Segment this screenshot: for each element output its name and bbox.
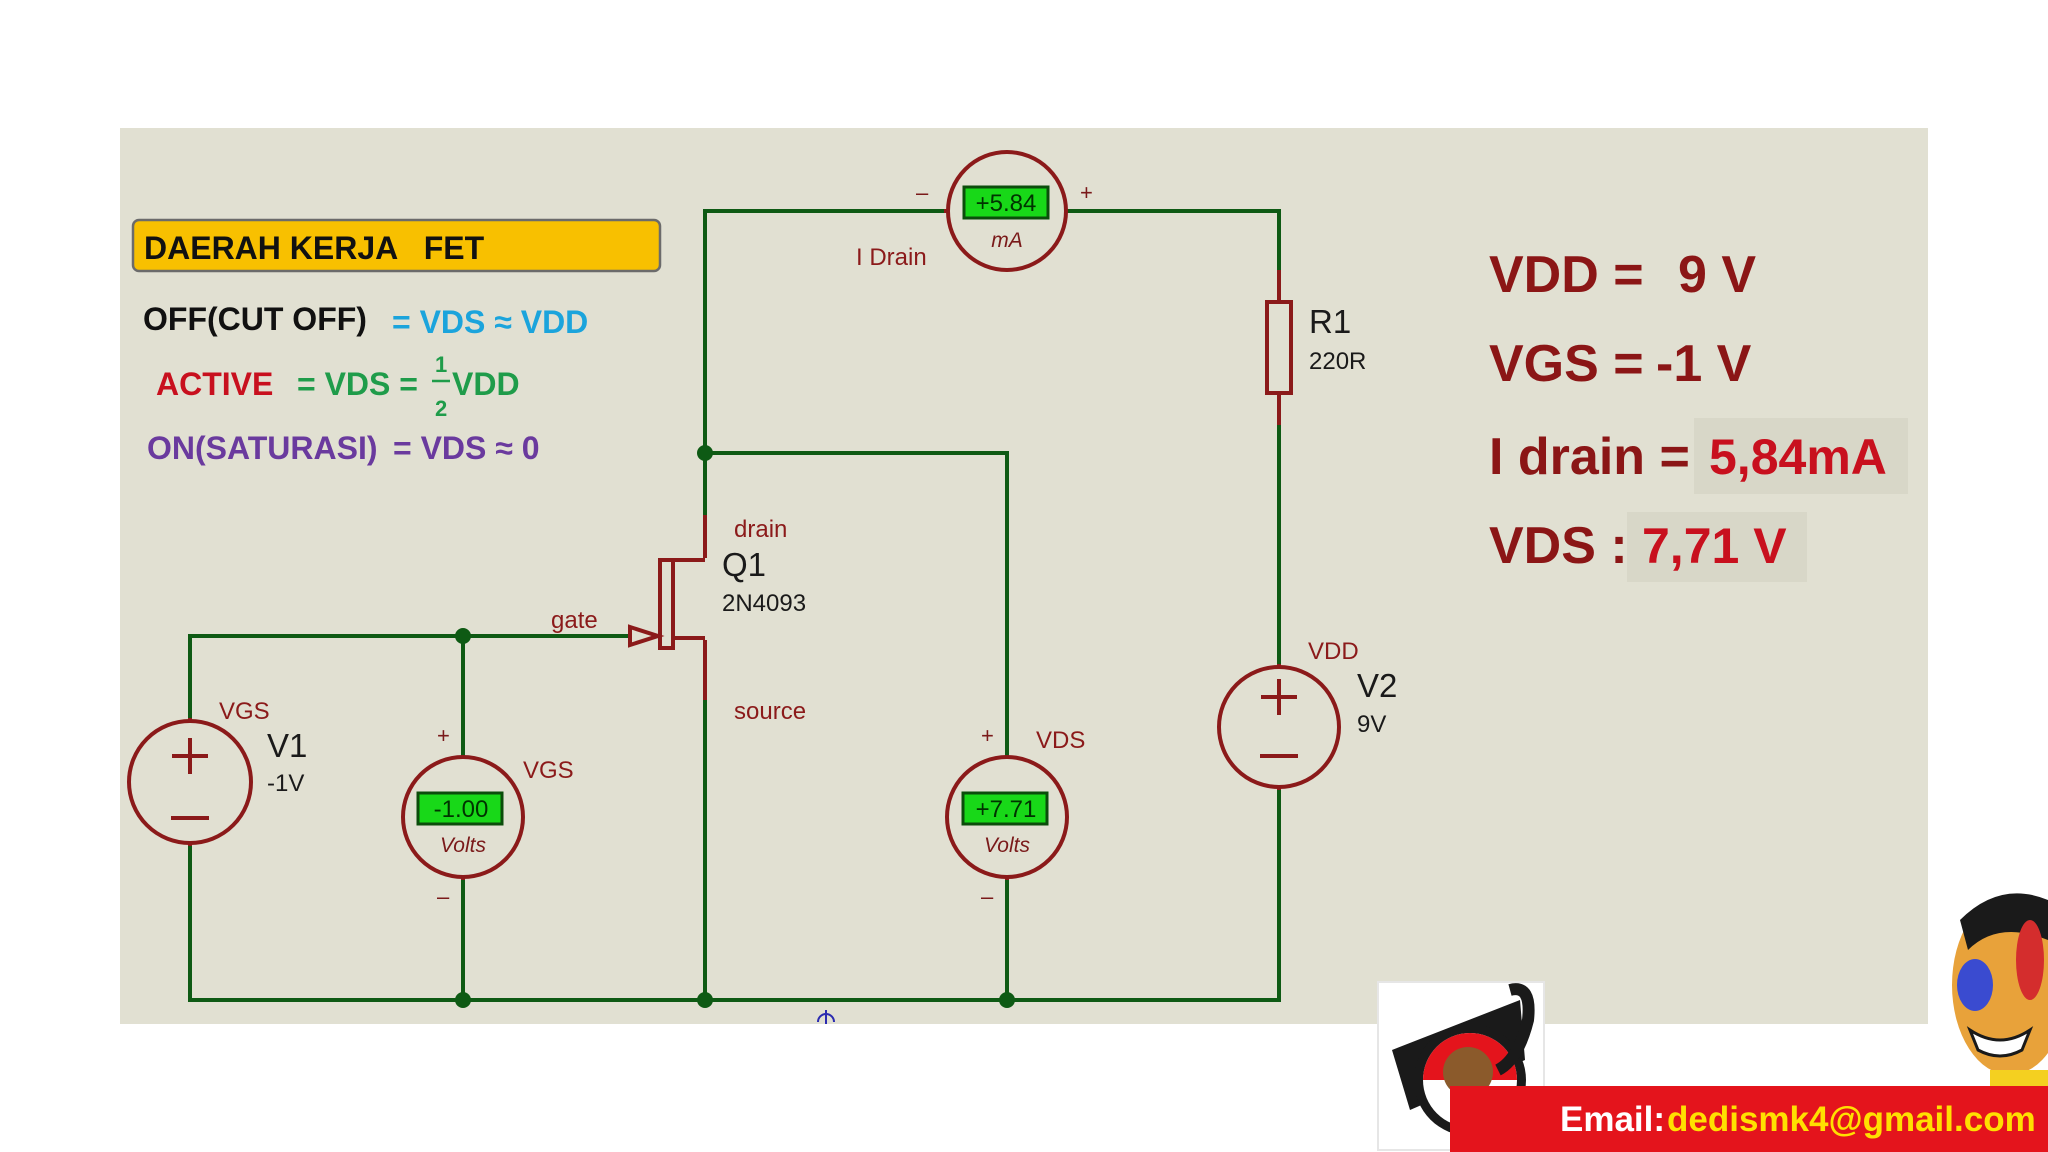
vm-ds-plus: + [981,723,994,748]
junction-bottom-mid [697,992,713,1008]
source-v1 [127,718,253,846]
ammeter-display [962,185,1050,220]
wire-v2-bottom [188,783,1281,1002]
region-on-name: ON(SATURASI) [147,430,378,466]
voltmeter-vgs: -1.00 Volts + – VGS [401,723,574,909]
region-active-name: ACTIVE [156,366,273,402]
v2-label: VDD [1308,638,1359,665]
resistor-r1: R1 220R [1265,270,1366,425]
v2-name: V2 [1357,667,1397,704]
result-idrain-value: 5,84mA [1709,429,1887,485]
ammeter-label: I Drain [856,244,927,271]
region-off-formula: = VDS ≈ VDD [392,304,588,340]
email-label: Email: [1560,1100,1665,1139]
transistor-part: 2N4093 [722,590,806,617]
result-vdd-label: VDD = [1489,246,1644,304]
result-highlight-vds [1627,512,1807,582]
title-text: DAERAH KERJA FET [144,230,485,266]
vm-ds-display [961,791,1049,826]
transistor-gate-label: gate [551,607,598,634]
result-vgs-value: -1 V [1656,335,1752,393]
ammeter: +5.84 mA – + I Drain [856,150,1093,272]
wires [188,209,1281,1002]
result-vdd-value: 9 V [1678,246,1756,304]
v1-name: V1 [267,727,307,764]
region-active-vdd: VDD [452,366,520,402]
vm-gs-plus: + [437,723,450,748]
ammeter-reading: +5.84 [976,190,1037,217]
region-active-formula: = VDS = [297,366,418,402]
ammeter-plus: + [1080,180,1093,205]
source-v2 [1217,664,1341,790]
resistor-value: 220R [1309,348,1366,375]
wire-drain-vds [703,451,1009,758]
vm-ds-minus: – [981,884,994,909]
result-idrain-label: I drain = [1489,428,1690,486]
junction-bottom-left [455,992,471,1008]
fraction-numerator: 1 [435,352,447,377]
result-highlight-idrain [1694,418,1908,494]
vm-gs-display [416,791,504,826]
vm-ds-reading: +7.71 [976,796,1037,823]
title-box [131,218,662,273]
email-address: dedismk4@gmail.com [1667,1100,2036,1139]
region-off-name: OFF(CUT OFF) [143,301,367,337]
vm-ds-label: VDS [1036,727,1085,754]
resistor-name: R1 [1309,303,1351,340]
junction-bottom-right [999,992,1015,1008]
v2-value: 9V [1357,711,1386,738]
junctions [455,445,1015,1008]
v1-label: VGS [219,698,270,725]
transistor-source-label: source [734,698,806,725]
vm-gs-label: VGS [523,757,574,784]
transistor-drain-label: drain [734,516,787,543]
ground-marker-icon [817,1010,835,1024]
ammeter-minus: – [916,180,929,205]
ammeter-unit: mA [991,229,1023,252]
result-vgs-label: VGS = [1489,335,1644,393]
junction-gate [455,628,471,644]
email-bar [1450,1086,2048,1152]
vm-gs-reading: -1.00 [434,796,489,823]
result-vds-label: VDS : [1489,517,1628,575]
result-vds-value: 7,71 V [1642,518,1787,574]
fraction-denominator: 2 [435,396,447,421]
v1-value: -1V [267,770,304,797]
transistor-name: Q1 [722,546,766,583]
region-on-formula: = VDS ≈ 0 [393,430,540,466]
vm-ds-unit: Volts [984,834,1030,857]
wire-top-right [1062,209,1281,272]
vm-gs-unit: Volts [440,834,486,857]
junction-drain [697,445,713,461]
mascot-face [1952,893,2048,1086]
transistor-q1 [628,515,707,700]
voltmeter-vds: +7.71 Volts + – VDS [945,723,1085,909]
vm-gs-minus: – [437,884,450,909]
wire-top-left [703,209,946,517]
